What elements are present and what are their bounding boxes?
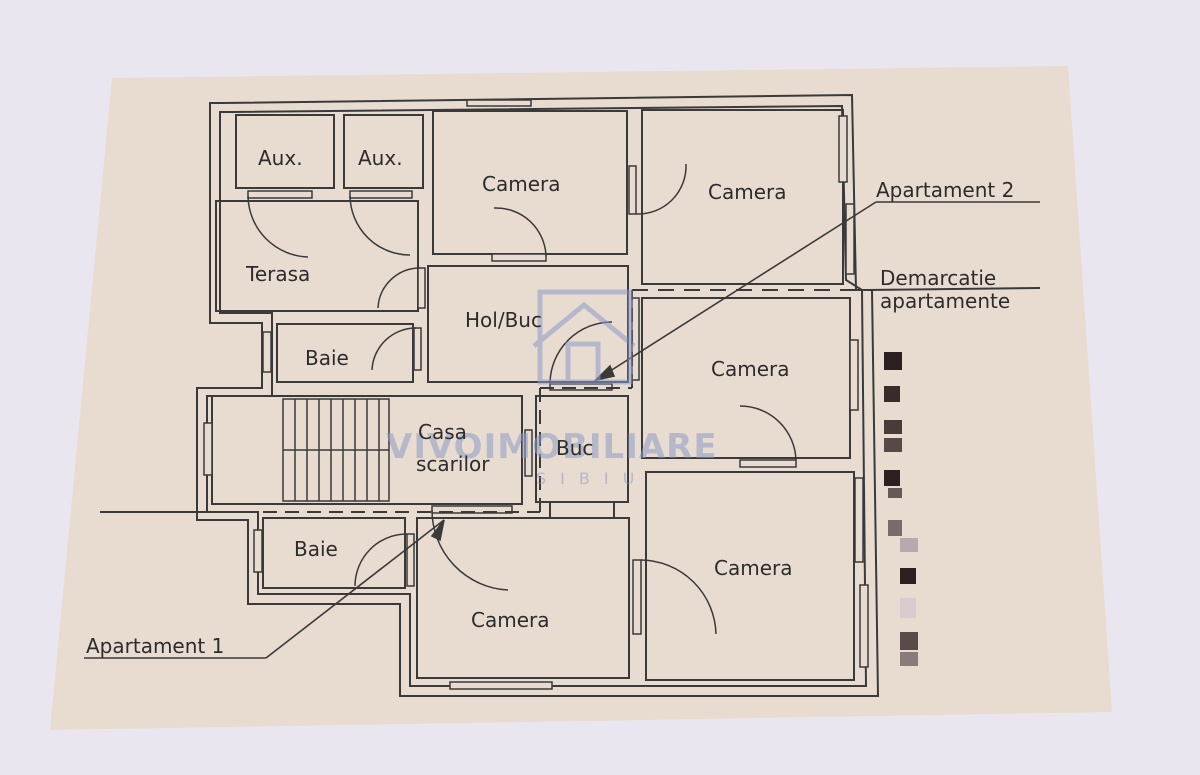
room-camera-bottom-center: [416, 517, 630, 679]
room-camera-bottom-right: [645, 471, 855, 681]
redacted-strip: [884, 352, 918, 666]
label-aux-2: Aux.: [358, 146, 403, 170]
room-terasa: [215, 200, 419, 312]
label-camera-top-right: Camera: [708, 180, 787, 204]
label-casa-scarilor-2: scarilor: [416, 452, 490, 476]
watermark-brand: VIVOIMOBILIARE: [386, 427, 718, 467]
doors: [247, 163, 797, 635]
room-baie-lower: [262, 517, 406, 589]
label-hol-buc: Hol/Buc: [465, 308, 542, 332]
label-camera-bottom-center: Camera: [471, 608, 550, 632]
room-baie-upper: [276, 323, 414, 383]
label-terasa: Terasa: [245, 262, 310, 286]
leader-lines: [84, 201, 1040, 659]
house-logo-icon: [532, 289, 636, 385]
label-aux-1: Aux.: [258, 146, 303, 170]
annotation-apartament-1: Apartament 1: [86, 634, 224, 658]
watermark: VIVOIMOBILIARE SIBIU: [386, 289, 718, 488]
room-aux-2: [343, 114, 424, 189]
room-labels: Aux. Aux. Terasa Camera Camera Hol/Buc B…: [245, 146, 793, 632]
label-buc: Buc: [556, 436, 593, 460]
label-casa-scarilor-1: Casa: [418, 420, 467, 444]
windows: [203, 99, 869, 690]
label-camera-bottom-right: Camera: [714, 556, 793, 580]
annotations: Apartament 2 Demarcatie apartamente Apar…: [86, 178, 1014, 658]
annotation-demarcatie-1: Demarcatie: [880, 266, 996, 290]
label-camera-top-center: Camera: [482, 172, 561, 196]
annotation-demarcatie-2: apartamente: [880, 289, 1010, 313]
watermark-city: SIBIU: [536, 469, 648, 488]
label-baie-upper: Baie: [305, 346, 349, 370]
label-camera-middle-right: Camera: [711, 357, 790, 381]
staircase: [282, 398, 390, 502]
room-camera-top-right: [641, 109, 844, 285]
annotation-apartament-2: Apartament 2: [876, 178, 1014, 202]
label-baie-lower: Baie: [294, 537, 338, 561]
room-aux-1: [235, 114, 335, 189]
